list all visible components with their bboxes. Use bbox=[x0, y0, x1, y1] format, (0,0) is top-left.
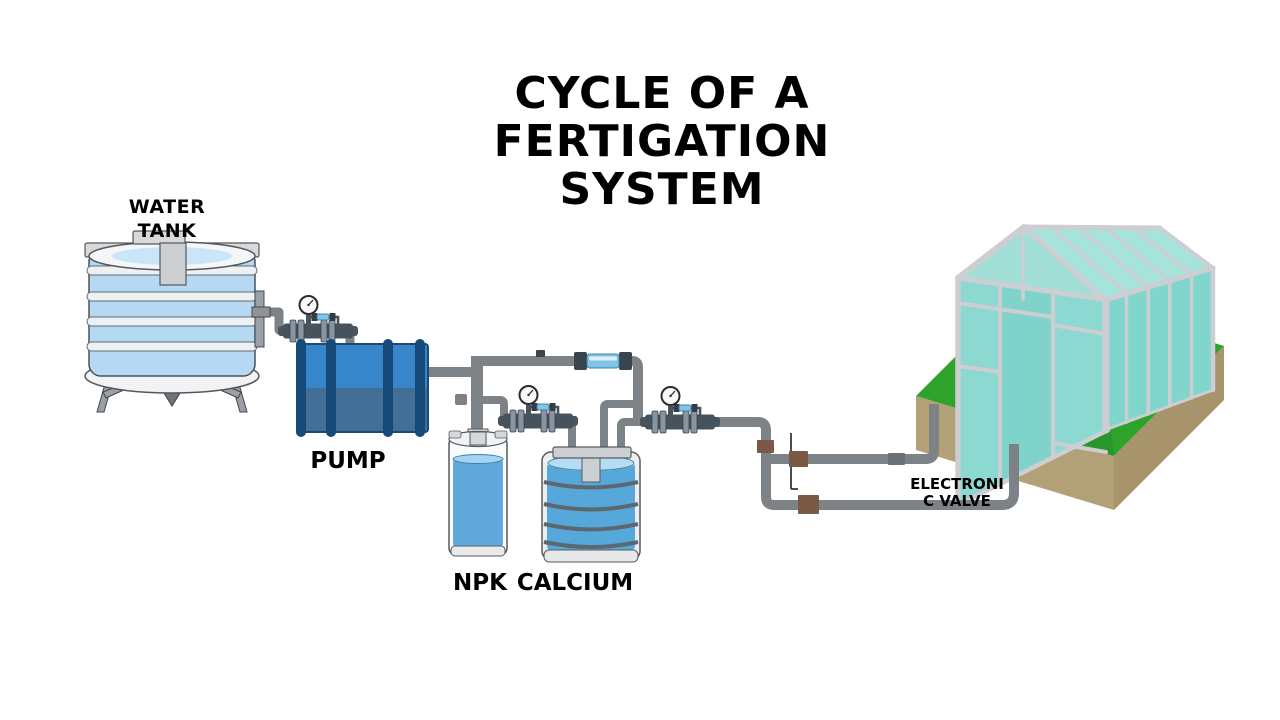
tank-lid-cap bbox=[132, 230, 186, 245]
top-header-pipe bbox=[472, 356, 643, 418]
valve-gauge-assembly-2 bbox=[496, 384, 580, 434]
electronic-valve-label-1: ELECTRONI bbox=[910, 475, 1004, 493]
npk-label: NPK bbox=[453, 570, 508, 596]
title-line-1: CYCLE OF A bbox=[514, 68, 809, 119]
pipe-coupler bbox=[888, 453, 905, 465]
pump-label: PUMP bbox=[310, 448, 385, 474]
tank-outlet-fitting bbox=[254, 290, 265, 348]
valve-gauge-assembly-3 bbox=[638, 385, 722, 435]
npk-cap bbox=[469, 431, 487, 446]
electronic-valve-label-2: C VALVE bbox=[923, 492, 991, 510]
valve-gauge-assembly-1 bbox=[276, 294, 360, 344]
calcium-tank bbox=[541, 446, 641, 563]
greenhouse bbox=[955, 224, 1216, 508]
pipe-union-3 bbox=[798, 495, 819, 514]
pump bbox=[296, 339, 429, 437]
title-line-2: FERTIGATION bbox=[494, 116, 831, 167]
water-tank-label-2: TANK bbox=[138, 220, 198, 242]
calcium-inlet-right bbox=[600, 400, 638, 447]
main-pipes bbox=[266, 307, 650, 447]
pipe-union-1 bbox=[757, 440, 774, 453]
pipe-union-2 bbox=[789, 451, 808, 467]
calcium-lid bbox=[552, 446, 632, 459]
labels: WATER TANK PUMP NPK CALCIUM ELECTRONI C … bbox=[129, 196, 1004, 596]
inline-injector bbox=[536, 350, 632, 370]
water-tank bbox=[84, 230, 271, 413]
pipe-stub bbox=[455, 394, 467, 405]
greenhouse-supply-pipes bbox=[712, 404, 1019, 514]
page-title: CYCLE OF A FERTIGATION SYSTEM bbox=[494, 68, 831, 215]
npk-tank bbox=[448, 428, 508, 557]
calcium-outlet-pipe bbox=[617, 418, 650, 447]
water-tank-label-1: WATER bbox=[129, 196, 205, 218]
calcium-label: CALCIUM bbox=[517, 570, 633, 596]
valve2-feed-pipe bbox=[477, 396, 508, 420]
title-line-3: SYSTEM bbox=[559, 164, 764, 215]
tank-filler-neck bbox=[159, 242, 187, 286]
